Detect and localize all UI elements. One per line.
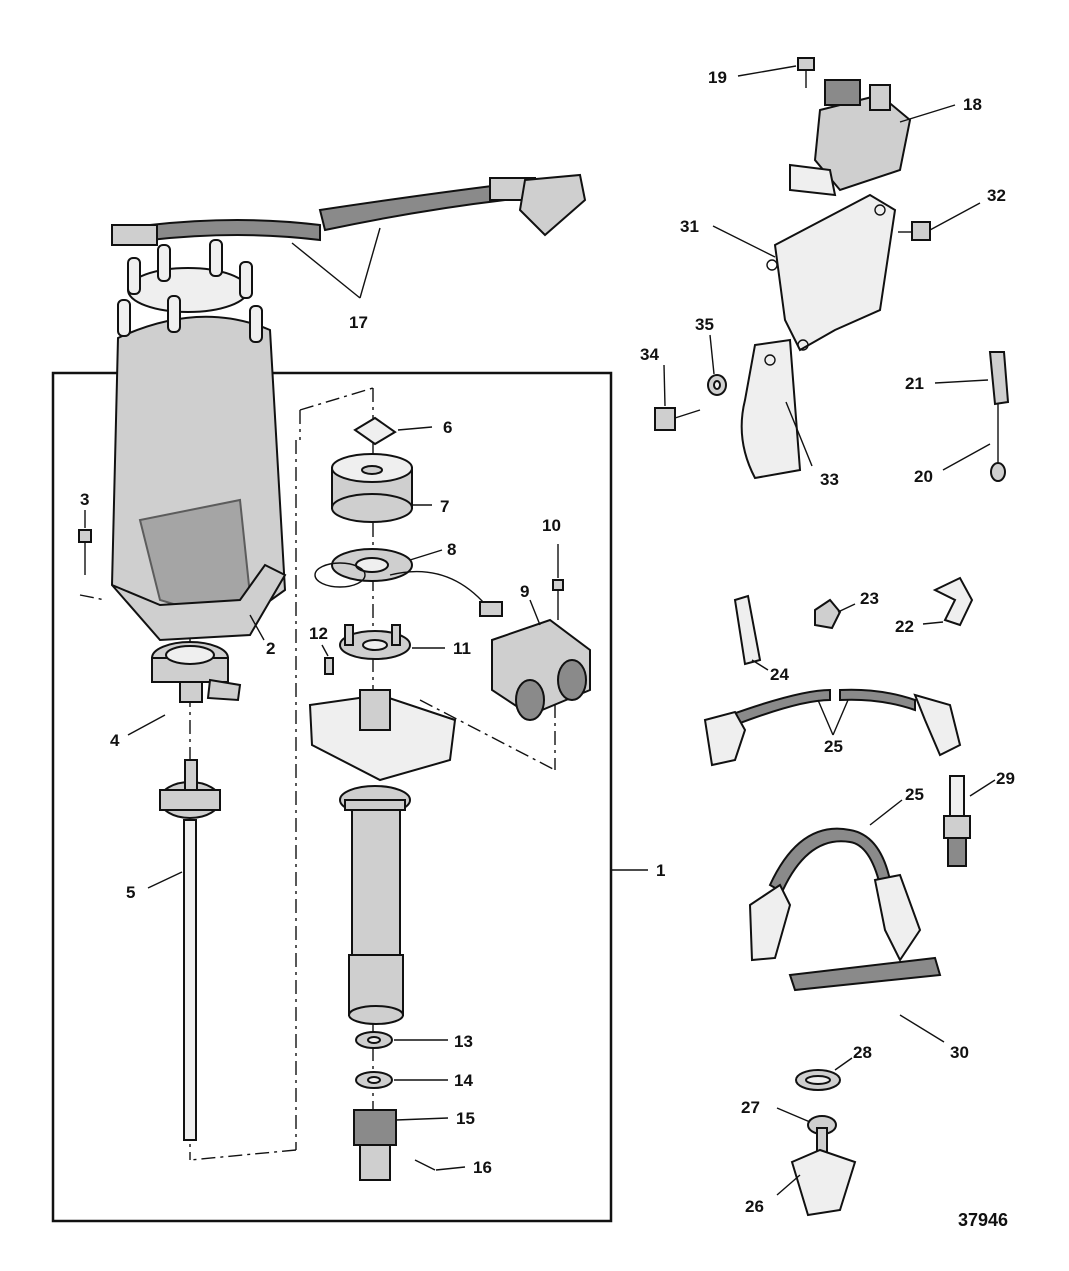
leader-lines [84,65,996,1196]
ignition-coil [789,79,912,197]
callout-6: 6 [443,418,452,437]
cap-screw [78,529,92,575]
ignition-module [491,618,591,721]
retainer-26 [790,1148,857,1217]
callout-30: 30 [950,1043,969,1062]
mounting-bracket [766,193,897,352]
support-bracket [740,338,802,480]
callout-27: 27 [741,1098,760,1117]
callout-15: 15 [456,1109,475,1128]
callout-14: 14 [454,1071,473,1090]
callout-12: 12 [309,624,328,643]
callout-29: 29 [996,769,1015,788]
washer-35 [707,374,727,396]
roll-pin [324,657,334,675]
callout-33: 33 [820,470,839,489]
callout-1: 1 [656,861,665,880]
callout-22: 22 [895,617,914,636]
gasket [353,416,397,446]
callout-13: 13 [454,1032,473,1051]
callout-26: 26 [745,1197,764,1216]
wiring-harness [111,173,587,246]
distributor-housing [308,689,457,1025]
ground-wire-20 [990,404,1006,482]
callout-9: 9 [520,582,529,601]
callout-31: 31 [680,217,699,236]
callout-28: 28 [853,1043,872,1062]
callout-19: 19 [708,68,727,87]
washer-28 [795,1069,841,1091]
washer-14 [355,1071,393,1089]
clip-24 [733,594,762,666]
callout-21: 21 [905,374,924,393]
callout-25-upper: 25 [824,737,843,756]
distributor-shaft [159,759,221,1141]
callout-5: 5 [126,883,135,902]
bracket-screw-32 [898,221,931,241]
figure-number: 37946 [958,1210,1008,1230]
bolt-34 [654,407,701,431]
callout-35: 35 [695,315,714,334]
callout-23: 23 [860,589,879,608]
callout-17: 17 [349,313,368,332]
shield [331,453,413,523]
callout-20: 20 [914,467,933,486]
coil-screw [797,57,815,88]
clip-22 [932,576,974,627]
spring-30 [788,956,942,992]
callout-18: 18 [963,95,982,114]
callout-11: 11 [453,639,471,658]
pole-piece [339,624,411,660]
module-screw [552,579,564,620]
pickup-coil [314,548,503,617]
callout-4: 4 [110,731,120,750]
distributor-cap [110,239,287,642]
callout-25-lower: 25 [905,785,924,804]
callout-7: 7 [440,497,449,516]
callout-8: 8 [447,540,456,559]
clip-23 [814,598,842,630]
callout-16: 16 [473,1158,492,1177]
drive-gear [353,1109,397,1181]
clip-21 [988,351,1010,406]
callout-32: 32 [987,186,1006,205]
callout-34: 34 [640,345,659,364]
rotor [151,641,242,703]
callout-3: 3 [80,490,89,509]
spark-plug-wire-lower [748,827,922,962]
callout-2: 2 [266,639,275,658]
callout-24: 24 [770,665,789,684]
spark-plug [943,775,971,867]
gear-pin [414,1159,436,1171]
callout-10: 10 [542,516,561,535]
distributor-assembly-frame [51,371,613,1223]
spark-plug-wire-upper [703,688,962,767]
washer-13 [355,1031,393,1049]
